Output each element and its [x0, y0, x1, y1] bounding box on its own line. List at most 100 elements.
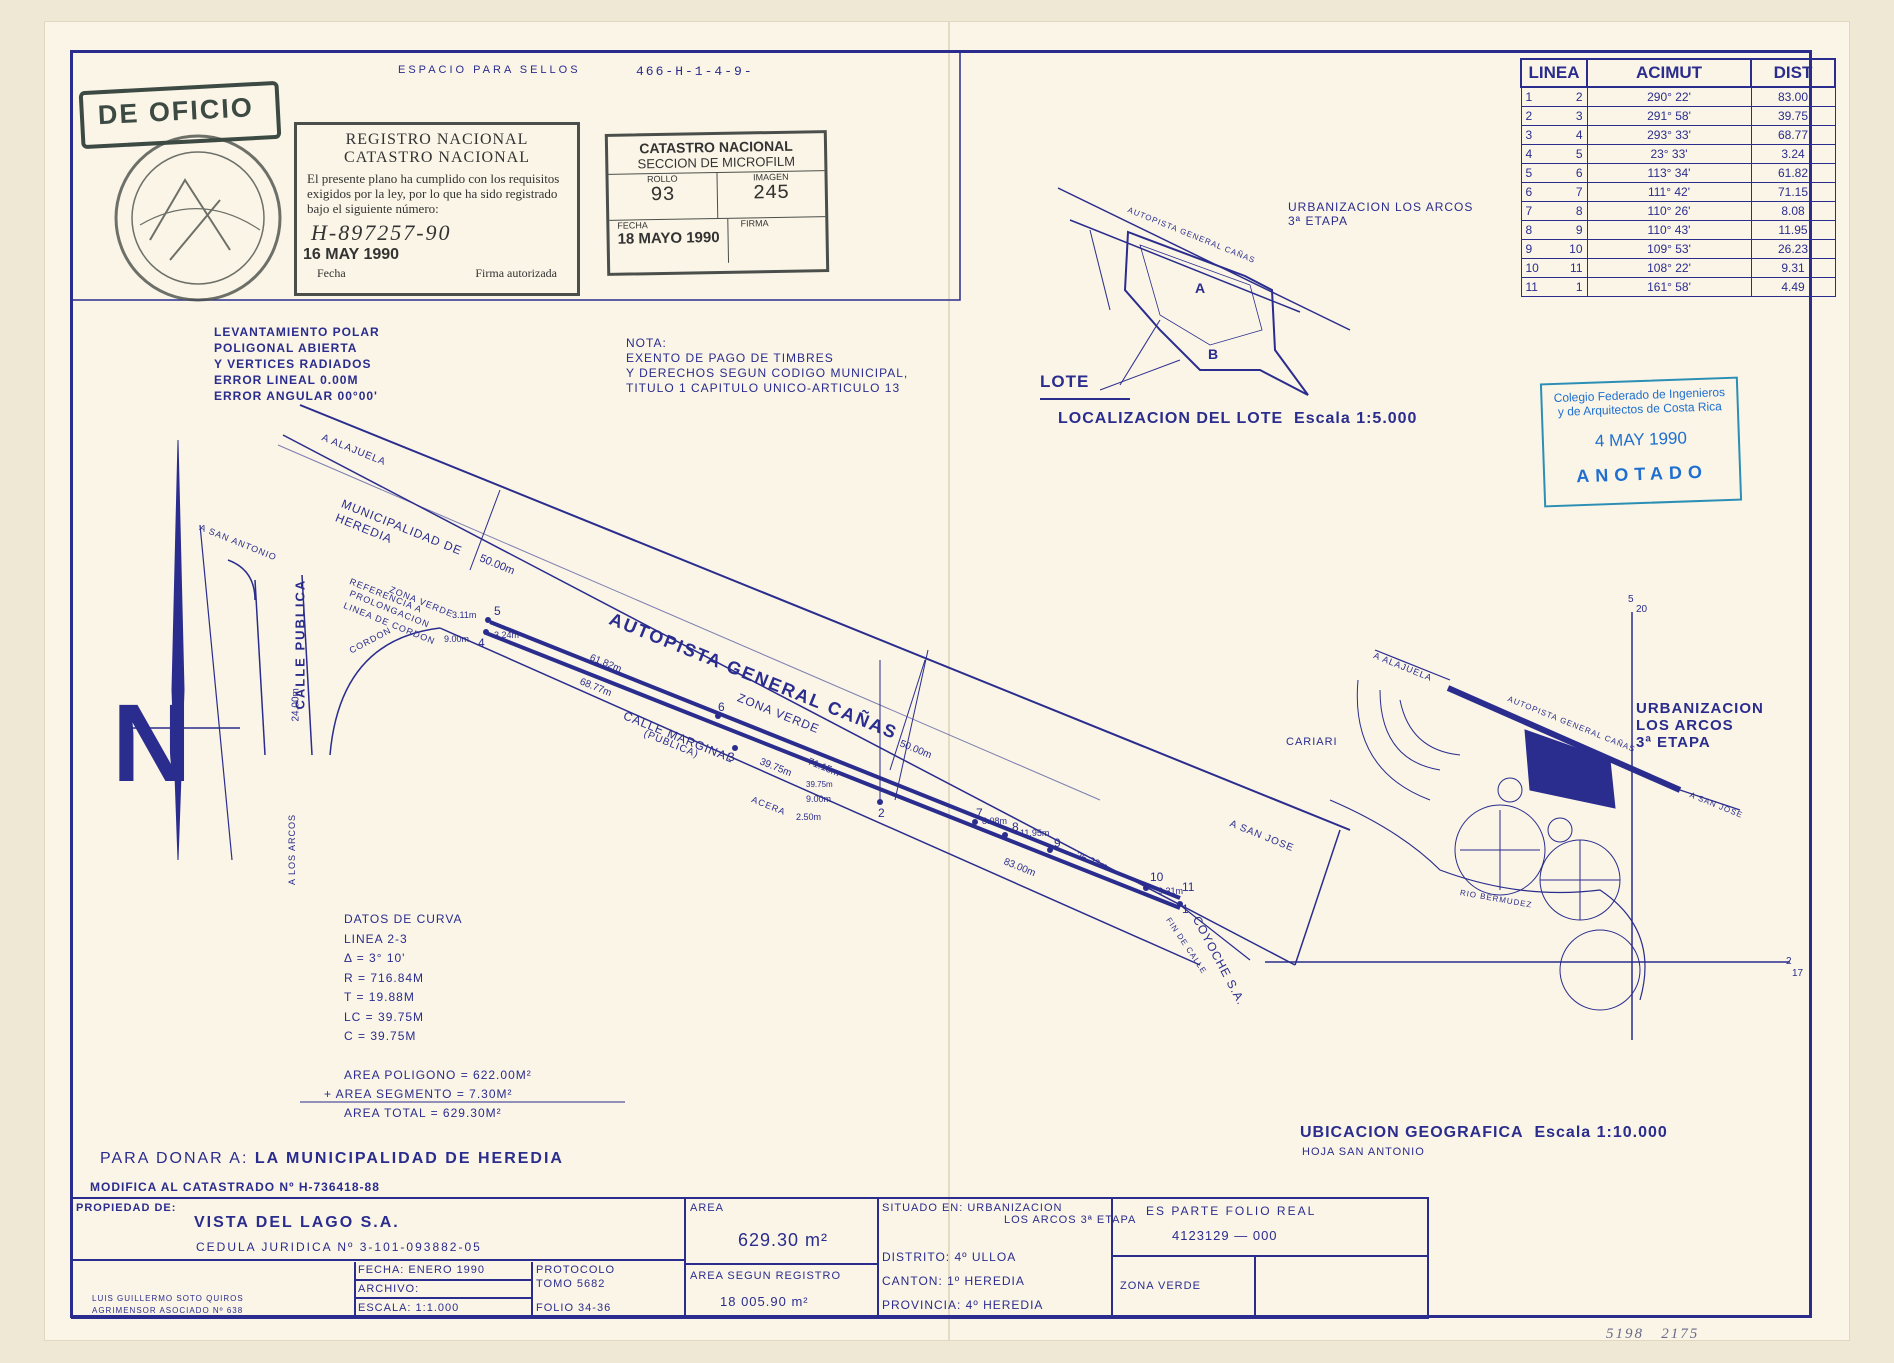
point-4: 4 [478, 636, 485, 650]
col-acimut: ACIMUT [1586, 58, 1752, 88]
tb-archivo: ARCHIVO: [358, 1283, 420, 1295]
catastro-rollo: ROLLO 93 [608, 172, 718, 220]
bearing-dist-cell: 8.08 [1750, 201, 1836, 221]
bearing-dist-cell: 3.24 [1750, 144, 1836, 164]
label-a-los-arcos: A LOS ARCOS [287, 813, 297, 885]
geo-title-text: UBICACION GEOGRAFICA [1300, 1124, 1524, 1141]
loc-label-b: B [1208, 346, 1219, 362]
loc-title-text: LOCALIZACION DEL LOTE [1058, 410, 1284, 427]
loc-label-a: A [1195, 280, 1206, 296]
location-inset [1057, 187, 1351, 396]
tb-provincia: PROVINCIA: 4º HEREDIA [882, 1298, 1044, 1312]
tb-protocolo: PROTOCOLO [536, 1264, 616, 1276]
tb-situado2: LOS ARCOS 3ª ETAPA [1004, 1214, 1137, 1226]
tb-area-registro-value: 18 005.90 m² [720, 1294, 809, 1309]
reference-code: 466-H-1-4-9- [636, 64, 754, 79]
tb-owner: VISTA DEL LAGO S.A. [194, 1214, 400, 1231]
bearing-acimut-cell: 113° 34' [1586, 163, 1752, 183]
geo-title: UBICACION GEOGRAFICA Escala 1:10.000 [1300, 1124, 1668, 1142]
linea-from: 11 [1525, 280, 1538, 294]
linea-from: 9 [1525, 242, 1533, 256]
bearing-dist-cell: 39.75 [1750, 106, 1836, 126]
area-poligono: AREA POLIGONO = 622.00m² [344, 1068, 532, 1082]
point-6: 6 [718, 700, 725, 714]
label-d931: 9.31m [1158, 886, 1184, 896]
geo-grid-20: 20 [1636, 604, 1648, 615]
point-10: 10 [1150, 870, 1164, 884]
loc-urbanizacion: URBANIZACION LOS ARCOS 3ª ETAPA [1288, 200, 1473, 228]
colegio-stamp: Colegio Federado de Ingenieros y de Arqu… [1539, 376, 1743, 508]
survey-notes: LEVANTAMIENTO POLAR POLIGONAL ABIERTA Y … [214, 324, 380, 404]
linea-from: 3 [1525, 128, 1533, 142]
linea-to: 2 [1575, 90, 1583, 104]
bearing-acimut-cell: 110° 26' [1586, 201, 1752, 221]
geo-los-arcos-text: LOS ARCOS [1636, 717, 1734, 734]
donation-name: LA MUNICIPALIDAD DE HEREDIA [254, 1150, 564, 1167]
geo-hoja: HOJA SAN ANTONIO [1302, 1146, 1425, 1158]
tb-area-value: 629.30 m² [738, 1230, 829, 1250]
donation: PARA DONAR A: LA MUNICIPALIDAD DE HEREDI… [100, 1150, 564, 1168]
survey-note: ERROR ANGULAR 00°00' [214, 389, 378, 403]
point-11: 11 [1182, 880, 1195, 894]
footer-notes: 5198 2175 [1606, 1326, 1699, 1343]
loc-title: LOCALIZACION DEL LOTE Escala 1:5.000 [1058, 410, 1417, 428]
linea-to: 8 [1575, 204, 1583, 218]
footer-note-1: 5198 [1606, 1326, 1644, 1342]
espacio-sellos-label: ESPACIO PARA SELLOS [398, 64, 581, 76]
linea-to: 4 [1575, 128, 1583, 142]
bearing-acimut-cell: 108° 22' [1586, 258, 1752, 278]
nota-line: Y DERECHOS SEGUN CODIGO MUNICIPAL, [626, 366, 909, 380]
linea-from: 8 [1525, 223, 1533, 237]
geo-grid-17: 17 [1792, 968, 1804, 979]
paper-fold [948, 22, 950, 1340]
registro-firma-label: Firma autorizada [475, 266, 557, 280]
label-d1195: 11.95m [1020, 828, 1050, 838]
linea-to: 9 [1575, 223, 1583, 237]
loc-urbanizacion-text: URBANIZACION LOS ARCOS [1288, 200, 1474, 214]
label-d808: 8.08m [982, 816, 1008, 826]
loc-scale-text: Escala 1:5.000 [1294, 410, 1418, 427]
de-oficio-stamp: DE OFICIO [78, 80, 282, 150]
tb-folio-real-label: ES PARTE FOLIO REAL [1146, 1204, 1317, 1218]
geo-cariari: CARIARI [1286, 736, 1338, 748]
footer-note-2: 2175 [1661, 1326, 1700, 1342]
geo-urbanizacion-text: URBANIZACION [1636, 700, 1764, 717]
imagen-value: 245 [752, 181, 790, 206]
curve-r: R = 716.84m [344, 970, 425, 985]
linea-from: 6 [1525, 185, 1533, 199]
rollo-value: 93 [650, 183, 675, 208]
point-2: 2 [878, 806, 885, 820]
bearing-dist-cell: 4.49 [1750, 277, 1836, 297]
bearing-acimut-cell: 23° 33' [1586, 144, 1752, 164]
nota-line: EXENTO DE PAGO DE TIMBRES [626, 351, 834, 365]
donation-prefix: PARA DONAR A: [100, 1150, 249, 1167]
point-8: 8 [1012, 820, 1019, 834]
bearing-acimut-cell: 110° 43' [1586, 220, 1752, 240]
de-oficio-text: DE OFICIO [97, 92, 255, 131]
bearing-acimut-cell: 161° 58' [1586, 277, 1752, 297]
geo-grid-2: 2 [1786, 956, 1792, 967]
catastro-firma: FIRMA [728, 217, 826, 263]
bearing-dist-cell: 71.15 [1750, 182, 1836, 202]
nota-block: NOTA: EXENTO DE PAGO DE TIMBRES Y DERECH… [626, 336, 908, 396]
linea-to: 10 [1569, 242, 1583, 256]
registro-footer: Fecha Firma autorizada [297, 264, 577, 283]
title-block [71, 1197, 1429, 1319]
bearing-dist-cell: 26.23 [1750, 239, 1836, 259]
main-plan [120, 404, 1351, 966]
bearing-dist-cell: 11.95 [1750, 220, 1836, 240]
fecha-value: 18 MAYO 1990 [617, 228, 720, 248]
bearing-dist-cell: 83.00 [1750, 86, 1836, 107]
linea-to: 5 [1575, 147, 1583, 161]
bearing-acimut-cell: 109° 53' [1586, 239, 1752, 259]
loc-lote-underline [1040, 398, 1130, 400]
